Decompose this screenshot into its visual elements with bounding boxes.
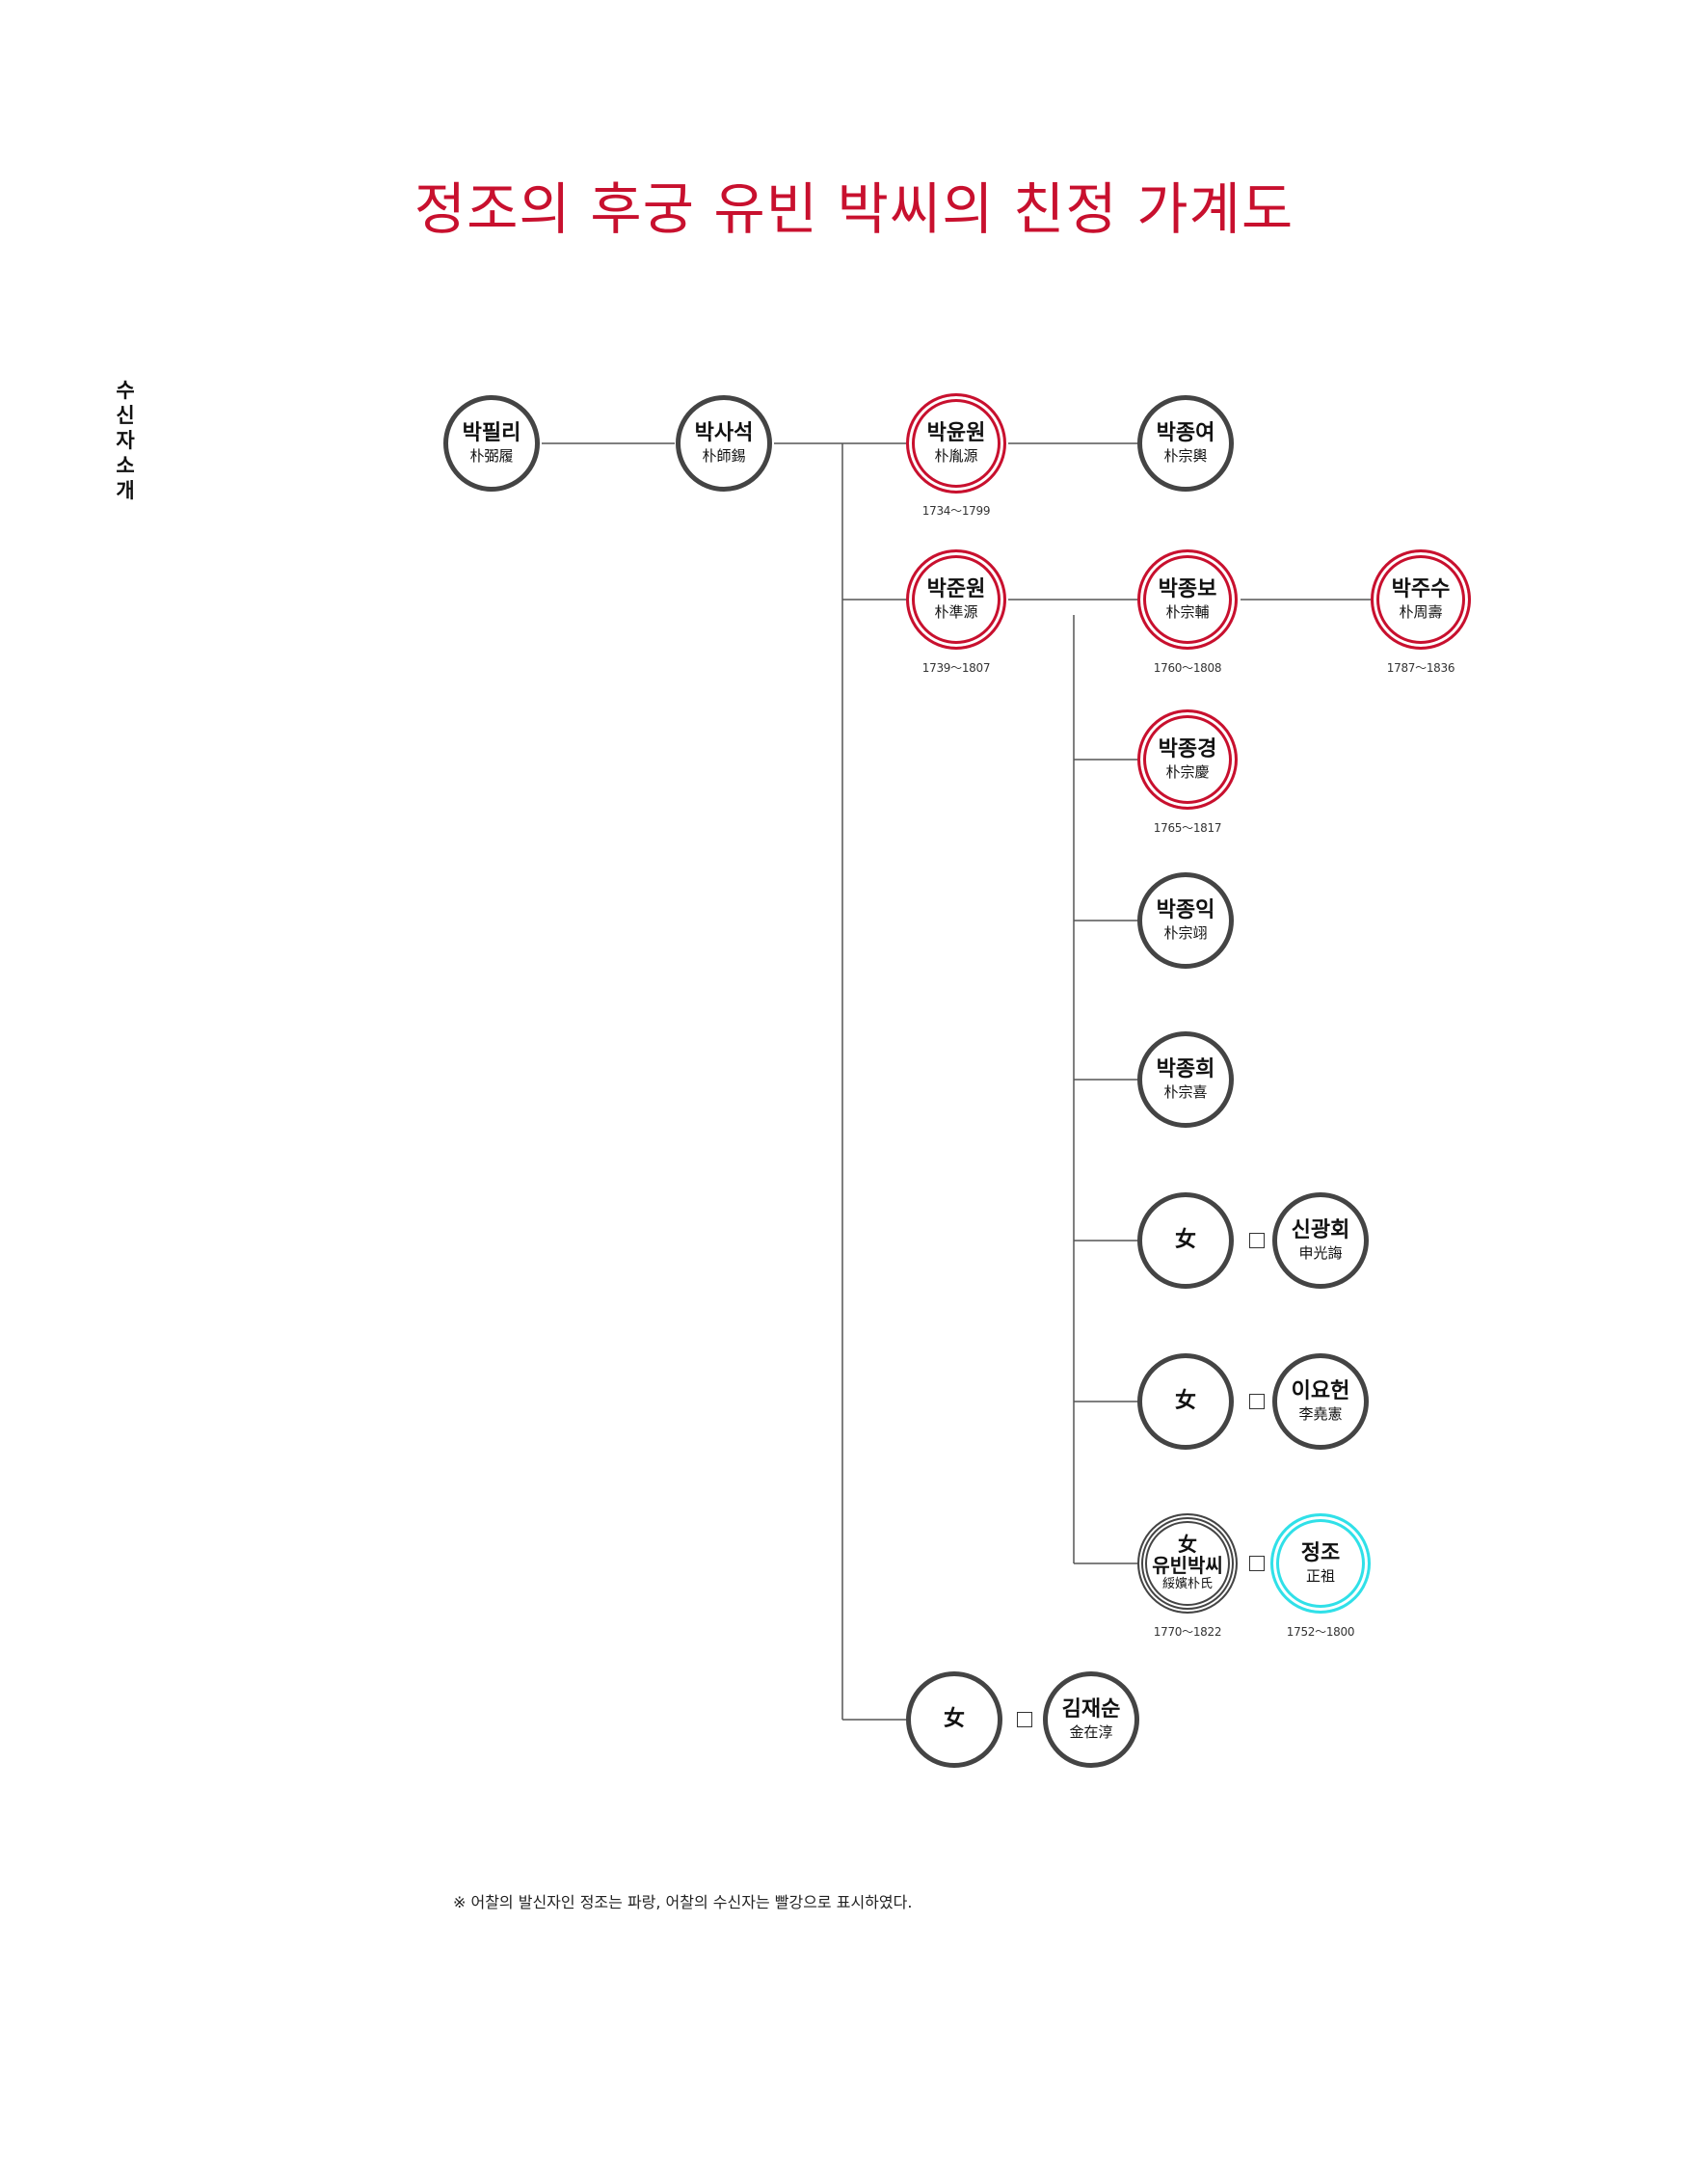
life-years: 1765～1817 xyxy=(1153,821,1222,835)
person-hanja: 朴弼履 xyxy=(469,446,514,465)
person-hanja: 正祖 xyxy=(1305,1566,1335,1585)
person-hanja: 朴師錫 xyxy=(702,446,746,465)
person-pak-jong-hui: 박종희 朴宗喜 xyxy=(1137,1031,1234,1128)
person-hanja: 朴宗輔 xyxy=(1165,602,1210,621)
person-hanja: 朴宗輿 xyxy=(1163,446,1208,465)
person-pak-jong-gyeong: 박종경 朴宗慶 xyxy=(1137,709,1238,810)
marriage-symbol xyxy=(1249,1394,1265,1409)
person-pak-jong-yeo: 박종여 朴宗輿 xyxy=(1137,395,1234,492)
person-name: 신광회 xyxy=(1291,1217,1350,1242)
person-name: 女 xyxy=(1174,1389,1196,1414)
person-kim-jae-sun: 김재순 金在淳 xyxy=(1043,1671,1139,1768)
person-daughter-kim-spouse: 女 xyxy=(906,1671,1002,1768)
person-name: 박종희 xyxy=(1156,1056,1215,1082)
person-name: 유빈박씨 xyxy=(1152,1554,1223,1578)
person-name: 박준원 xyxy=(926,576,986,601)
person-name: 박사석 xyxy=(694,420,754,445)
person-name: 女 xyxy=(1174,1228,1196,1253)
person-hanja: 朴準源 xyxy=(934,602,978,621)
person-shin-gwang-hoe: 신광회 申光誨 xyxy=(1272,1192,1369,1289)
marriage-symbol xyxy=(1017,1712,1032,1727)
person-hanja: 綏嬪朴氏 xyxy=(1161,1577,1213,1592)
marriage-symbol xyxy=(1249,1233,1265,1248)
life-years: 1734～1799 xyxy=(921,504,991,518)
person-name: 박주수 xyxy=(1391,576,1451,601)
marriage-symbol xyxy=(1249,1556,1265,1571)
person-hanja: 朴周壽 xyxy=(1399,602,1443,621)
person-name-prefix: 女 xyxy=(1178,1532,1197,1556)
person-name: 박윤원 xyxy=(926,420,986,445)
life-years: 1787～1836 xyxy=(1386,661,1455,675)
person-pak-ju-su: 박주수 朴周壽 xyxy=(1371,549,1471,650)
person-hanja: 朴宗翊 xyxy=(1163,923,1208,942)
section-label: 수신자 소개 xyxy=(116,379,135,502)
person-hanja: 李堯憲 xyxy=(1298,1404,1343,1423)
person-lee-yo-heon: 이요헌 李堯憲 xyxy=(1272,1353,1369,1450)
life-years: 1770～1822 xyxy=(1153,1625,1222,1639)
page-title: 정조의 후궁 유빈 박씨의 친정 가계도 xyxy=(414,176,1294,242)
life-years: 1760～1808 xyxy=(1153,661,1222,675)
person-daughter-lee-spouse: 女 xyxy=(1137,1353,1234,1450)
person-hanja: 申光誨 xyxy=(1298,1243,1343,1262)
person-name: 정조 xyxy=(1300,1540,1341,1565)
footnote: ※ 어찰의 발신자인 정조는 파랑, 어찰의 수신자는 빨강으로 표시하였다. xyxy=(453,1893,913,1911)
person-pak-jong-ik: 박종익 朴宗翊 xyxy=(1137,872,1234,969)
person-pak-pil-li: 박필리 朴弼履 xyxy=(443,395,540,492)
person-pak-yun-won: 박윤원 朴胤源 xyxy=(906,393,1006,494)
person-hanja: 朴宗慶 xyxy=(1165,762,1210,781)
person-daughter-shin-spouse: 女 xyxy=(1137,1192,1234,1289)
person-name: 박종경 xyxy=(1158,736,1217,761)
person-jeongjo: 정조 正祖 xyxy=(1270,1513,1371,1614)
person-name: 김재순 xyxy=(1061,1696,1121,1722)
person-hanja: 金在淳 xyxy=(1069,1722,1113,1741)
life-years: 1739～1807 xyxy=(921,661,991,675)
person-name: 이요헌 xyxy=(1291,1378,1350,1403)
person-hanja: 朴胤源 xyxy=(934,446,978,465)
person-name: 박종여 xyxy=(1156,420,1215,445)
person-pak-jong-bo: 박종보 朴宗輔 xyxy=(1137,549,1238,650)
person-name: 박필리 xyxy=(462,420,521,445)
life-years: 1752～1800 xyxy=(1286,1625,1355,1639)
person-name: 女 xyxy=(943,1707,965,1732)
person-name: 박종익 xyxy=(1156,897,1215,922)
person-pak-sa-seok: 박사석 朴師錫 xyxy=(676,395,772,492)
person-yubin-pak: 女 유빈박씨 綏嬪朴氏 xyxy=(1137,1513,1238,1614)
person-name: 박종보 xyxy=(1158,576,1217,601)
person-pak-jun-won: 박준원 朴準源 xyxy=(906,549,1006,650)
person-hanja: 朴宗喜 xyxy=(1163,1082,1208,1101)
